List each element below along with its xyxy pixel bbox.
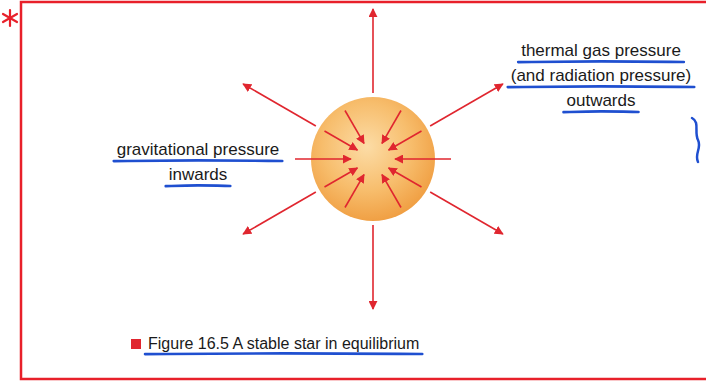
annotation-label: thermal gas pressure (and radiation pres… (507, 38, 695, 113)
hand-underline (518, 60, 684, 63)
pressure-arrow (382, 111, 401, 144)
pressure-arrow (243, 192, 316, 234)
annotation-label: gravitational pressure inwards (98, 137, 298, 187)
hand-underline (145, 352, 422, 355)
annotation-squiggle (692, 118, 699, 162)
pressure-arrow (325, 131, 358, 150)
pressure-arrow (345, 175, 364, 208)
pressure-arrow (345, 111, 364, 144)
pressure-arrow (372, 225, 374, 309)
pressure-arrow (430, 84, 503, 126)
pressure-arrow (243, 84, 316, 126)
pressure-arrow (389, 131, 422, 150)
pressure-arrow (395, 158, 451, 160)
caption-square (131, 339, 141, 349)
hand-underline (564, 110, 639, 113)
pressure-arrow (325, 168, 358, 187)
figure-caption: Figure 16.5 A stable star in equilibrium (148, 334, 419, 354)
pressure-arrow (372, 9, 374, 93)
hand-underline (166, 184, 231, 187)
pressure-arrow (295, 158, 351, 160)
pressure-arrow (430, 192, 503, 234)
hand-underline (114, 159, 283, 162)
pressure-arrow (382, 175, 401, 208)
frame-border (21, 2, 706, 379)
pressure-arrows (243, 9, 503, 309)
asterisk-mark (3, 10, 17, 26)
pressure-arrow (389, 168, 422, 187)
hand-underline (508, 85, 694, 88)
